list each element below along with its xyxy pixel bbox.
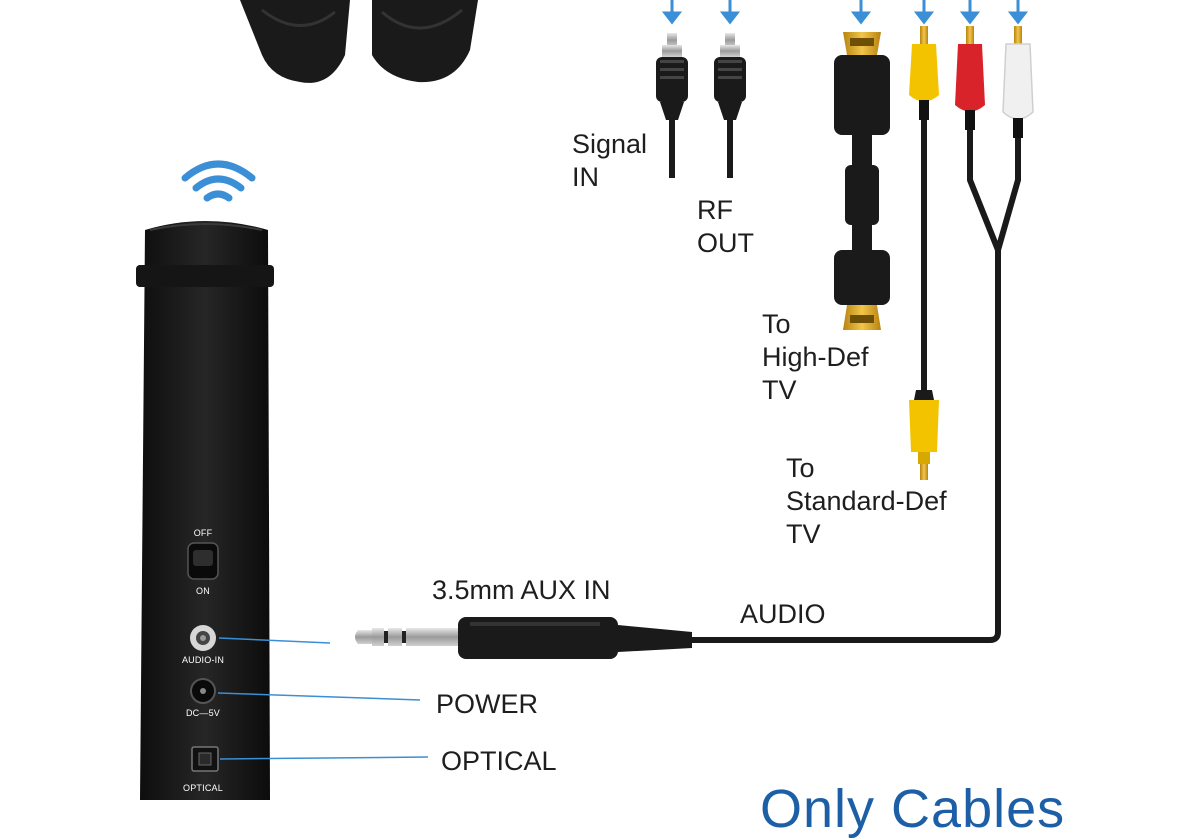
rca-connector-icon: [690, 26, 1034, 643]
aux-plug-icon: [355, 617, 692, 659]
aux-in-label: 3.5mm AUX IN: [432, 575, 611, 605]
rf-connector-icon: [656, 33, 746, 178]
wifi-signal-icon: [181, 160, 256, 202]
device-off-label: OFF: [193, 528, 213, 538]
power-label: POWER: [436, 689, 539, 719]
brand-watermark: Only Cables: [760, 779, 1066, 839]
device-dc-label: DC—5V: [185, 708, 220, 718]
device-on-label: ON: [196, 586, 210, 596]
optical-label: OPTICAL: [441, 746, 557, 776]
hdmi-connector-icon: [834, 32, 890, 330]
transmitter-device: [136, 221, 274, 800]
device-audio-in-label: AUDIO-IN: [181, 655, 225, 665]
arrow-down-icon: [661, 0, 1029, 25]
device-optical-label: OPTICAL: [183, 783, 223, 793]
audio-label: AUDIO: [740, 599, 826, 629]
leader-lines: [217, 637, 429, 760]
headphones-icon: [240, 0, 478, 83]
connection-diagram: [136, 0, 1034, 800]
